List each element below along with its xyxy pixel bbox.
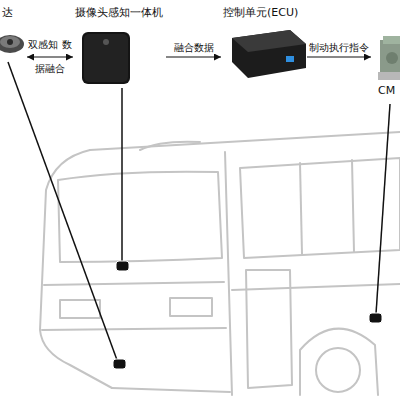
radar-node: 达 bbox=[0, 4, 26, 66]
device-title: 控制单元(ECU) bbox=[223, 6, 298, 20]
cms-icon bbox=[378, 36, 400, 80]
ecu-icon bbox=[232, 30, 306, 78]
edge-label: 双感知 数据融合 bbox=[28, 33, 72, 81]
device-title: CM bbox=[378, 84, 395, 98]
data-arrow bbox=[166, 56, 221, 57]
cms-node: CM bbox=[372, 30, 400, 100]
ecu-node: 控制单元(ECU) bbox=[222, 4, 306, 80]
device-title: 摄像头感知一体机 bbox=[75, 6, 163, 20]
camera-node: 摄像头感知一体机 bbox=[74, 4, 165, 88]
device-title: 达 bbox=[2, 6, 13, 20]
edge-label: 融合数据 bbox=[174, 42, 214, 54]
data-arrow bbox=[307, 56, 371, 57]
edge-label: 制动执行指令 bbox=[309, 42, 369, 54]
camera-icon bbox=[82, 32, 130, 84]
data-arrow bbox=[27, 56, 73, 57]
radar-icon bbox=[0, 35, 24, 53]
